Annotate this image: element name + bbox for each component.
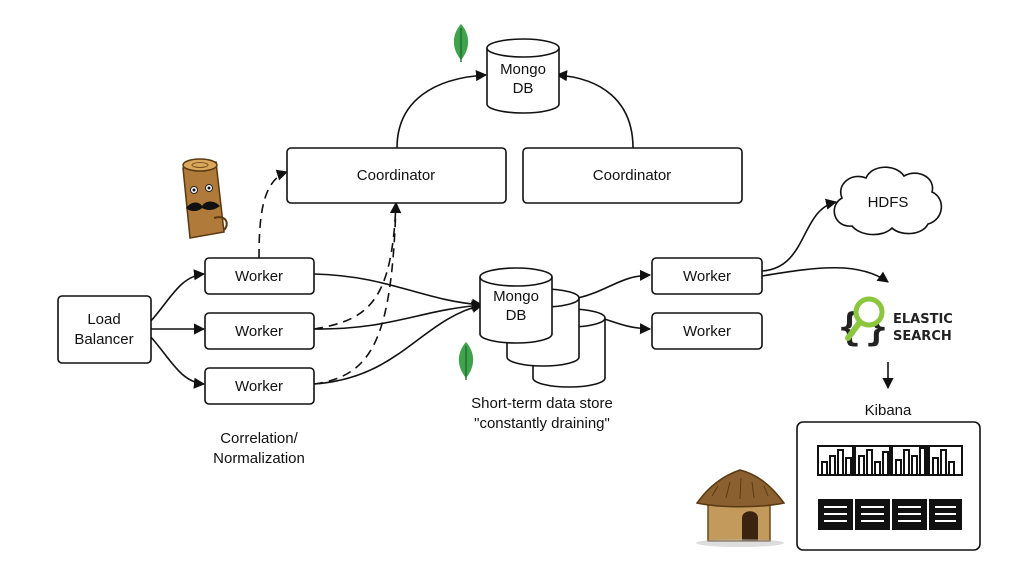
worker-out-1-label: Worker [683,268,731,285]
load-balancer-node: Load Balancer [57,295,152,364]
worker-out-2-node: Worker [651,312,763,350]
worker-in-3-node: Worker [204,367,315,405]
correlation-label-1: Correlation/ [220,430,298,447]
kibana-label: Kibana [865,402,912,419]
coordinator-left-label: Coordinator [357,167,435,184]
coordinator-left-node: Coordinator [286,147,507,204]
edge-worker-1-coordinator [258,169,289,259]
worker-in-2-label: Worker [235,323,283,340]
worker-in-1-label: Worker [235,268,283,285]
correlation-label-2: Normalization [213,450,305,467]
mongodb-leaf-icon [453,24,469,62]
elastic-logo-text-1: ELASTIC [893,312,953,327]
hut-icon [695,469,786,547]
worker-out-1-node: Worker [651,257,763,295]
worker-in-3-label: Worker [235,378,283,395]
edge-lb-worker-3 [149,335,206,389]
load-balancer-label-2: Balancer [74,331,133,348]
edge-coordinator-left-mongo [396,70,488,149]
store-caption-2: "constantly draining" [474,415,610,432]
mongodb-leaf-icon [458,342,474,380]
mongo-store-label-1: Mongo [493,288,539,305]
elasticsearch-logo-icon: { } ELASTIC SEARCH [838,296,953,349]
edge-worker-1-store [313,273,484,310]
logstash-log-mascot-icon [182,158,228,239]
store-caption-1: Short-term data store [471,395,613,412]
elastic-logo-text-2: SEARCH [893,329,952,344]
hdfs-label: HDFS [868,194,909,211]
worker-in-2-node: Worker [204,312,315,350]
edge-worker-out-hdfs [761,198,838,272]
coordinator-right-label: Coordinator [593,167,671,184]
mongo-top-node: Mongo DB [486,38,560,114]
hdfs-node: HDFS [833,166,943,236]
mongo-store-label-2: DB [506,307,527,324]
edge-worker-out-elastic [761,266,889,283]
mongo-store-node: Mongo DB [479,267,606,388]
edge-lb-worker-1 [149,269,206,323]
kibana-node [796,421,981,551]
coordinator-right-node: Coordinator [522,147,743,204]
edge-worker-3-coordinator [313,201,402,385]
worker-in-1-node: Worker [204,257,315,295]
edge-store-worker-out-1 [577,269,652,299]
edge-coordinator-right-mongo [555,70,634,149]
kibana-bar-chart-icon [817,445,963,476]
edge-worker-2-coordinator [313,201,402,330]
mongo-top-label-1: Mongo [500,61,546,78]
load-balancer-label-1: Load [87,311,120,328]
mongo-top-label-2: DB [513,80,534,97]
edge-worker-3-store [313,301,484,385]
kibana-table-icon [818,499,962,530]
edge-worker-2-store [313,300,484,330]
edges [149,70,894,390]
worker-out-2-label: Worker [683,323,731,340]
